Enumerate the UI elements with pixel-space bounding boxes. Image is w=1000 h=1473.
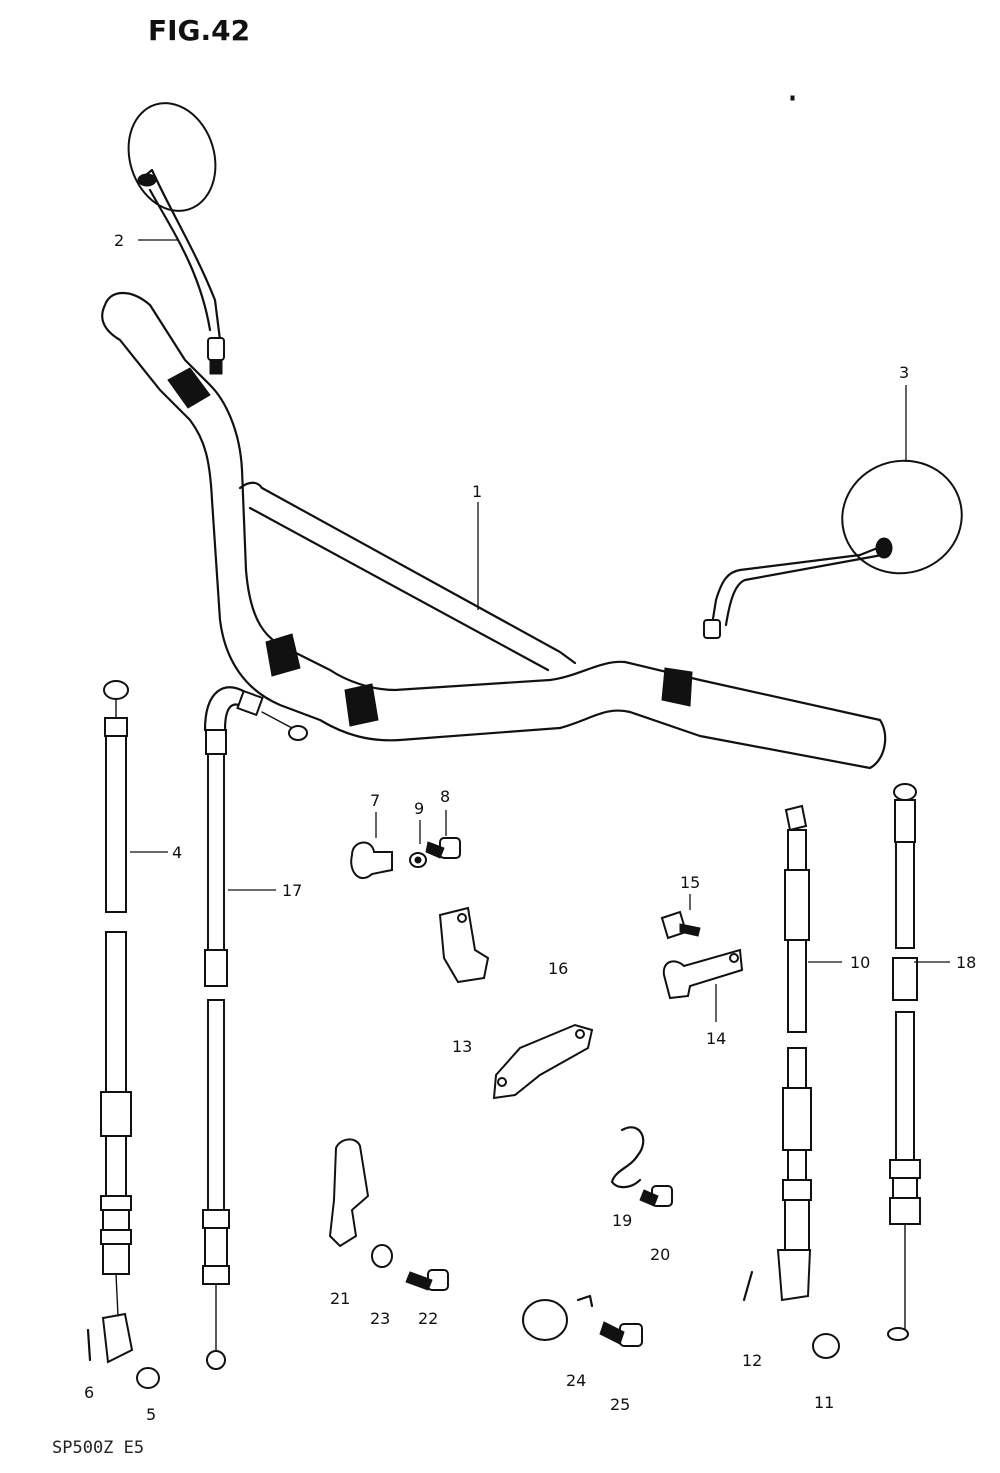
callout-15: 15	[680, 873, 700, 892]
washer-9	[409, 852, 427, 868]
callout-3: 3	[899, 363, 909, 382]
callout-19: 19	[612, 1211, 632, 1230]
callout-22: 22	[418, 1309, 438, 1328]
callout-5: 5	[146, 1405, 156, 1424]
screw-20	[639, 1185, 673, 1207]
bracket-16	[492, 1023, 594, 1100]
bracket-13	[438, 906, 490, 984]
mirror-right	[703, 459, 963, 639]
callout-14: 14	[706, 1029, 726, 1048]
knurl-left-lower	[265, 633, 379, 727]
nut-23	[371, 1244, 393, 1268]
callout-13: 13	[452, 1037, 472, 1056]
callout-1: 1	[472, 482, 482, 501]
cable-18	[887, 783, 921, 1341]
callout-7: 7	[370, 791, 380, 810]
callout-18: 18	[956, 953, 976, 972]
bolt-22	[405, 1269, 449, 1291]
callout-16: 16	[548, 959, 568, 978]
callout-labels: 1 2 3 4 5 6 7 8 9 10 11 12 13 14 15 16 1…	[84, 231, 976, 1424]
callout-17: 17	[282, 881, 302, 900]
bolt-15	[660, 910, 701, 940]
speck	[790, 95, 795, 101]
bracket-21	[328, 1138, 370, 1248]
leader-lines	[130, 239, 950, 1022]
callout-8: 8	[440, 787, 450, 806]
cable-17	[202, 686, 308, 1370]
figure-title: FIG.42	[148, 14, 251, 47]
callout-4: 4	[172, 843, 182, 862]
band-24	[522, 1294, 594, 1341]
callout-23: 23	[370, 1309, 390, 1328]
mirror-left	[127, 102, 225, 375]
clamp-7	[350, 841, 393, 880]
cable-4	[86, 680, 160, 1389]
screw-8	[425, 837, 461, 859]
callout-6: 6	[84, 1383, 94, 1402]
handlebar	[101, 291, 887, 770]
knurl-right	[661, 667, 693, 707]
clip-19	[610, 1126, 645, 1189]
knurl-left-upper	[167, 367, 211, 409]
callout-25: 25	[610, 1395, 630, 1414]
callout-2: 2	[114, 231, 124, 250]
footer-code: SP500Z E5	[52, 1438, 145, 1458]
callout-9: 9	[414, 799, 424, 818]
callout-24: 24	[566, 1371, 586, 1390]
callout-11: 11	[814, 1393, 834, 1412]
callout-20: 20	[650, 1245, 670, 1264]
bolt-25	[599, 1321, 643, 1347]
callout-21: 21	[330, 1289, 350, 1308]
callout-10: 10	[850, 953, 870, 972]
cable-10	[742, 804, 840, 1359]
callout-12: 12	[742, 1351, 762, 1370]
clamp-14	[662, 948, 744, 1000]
